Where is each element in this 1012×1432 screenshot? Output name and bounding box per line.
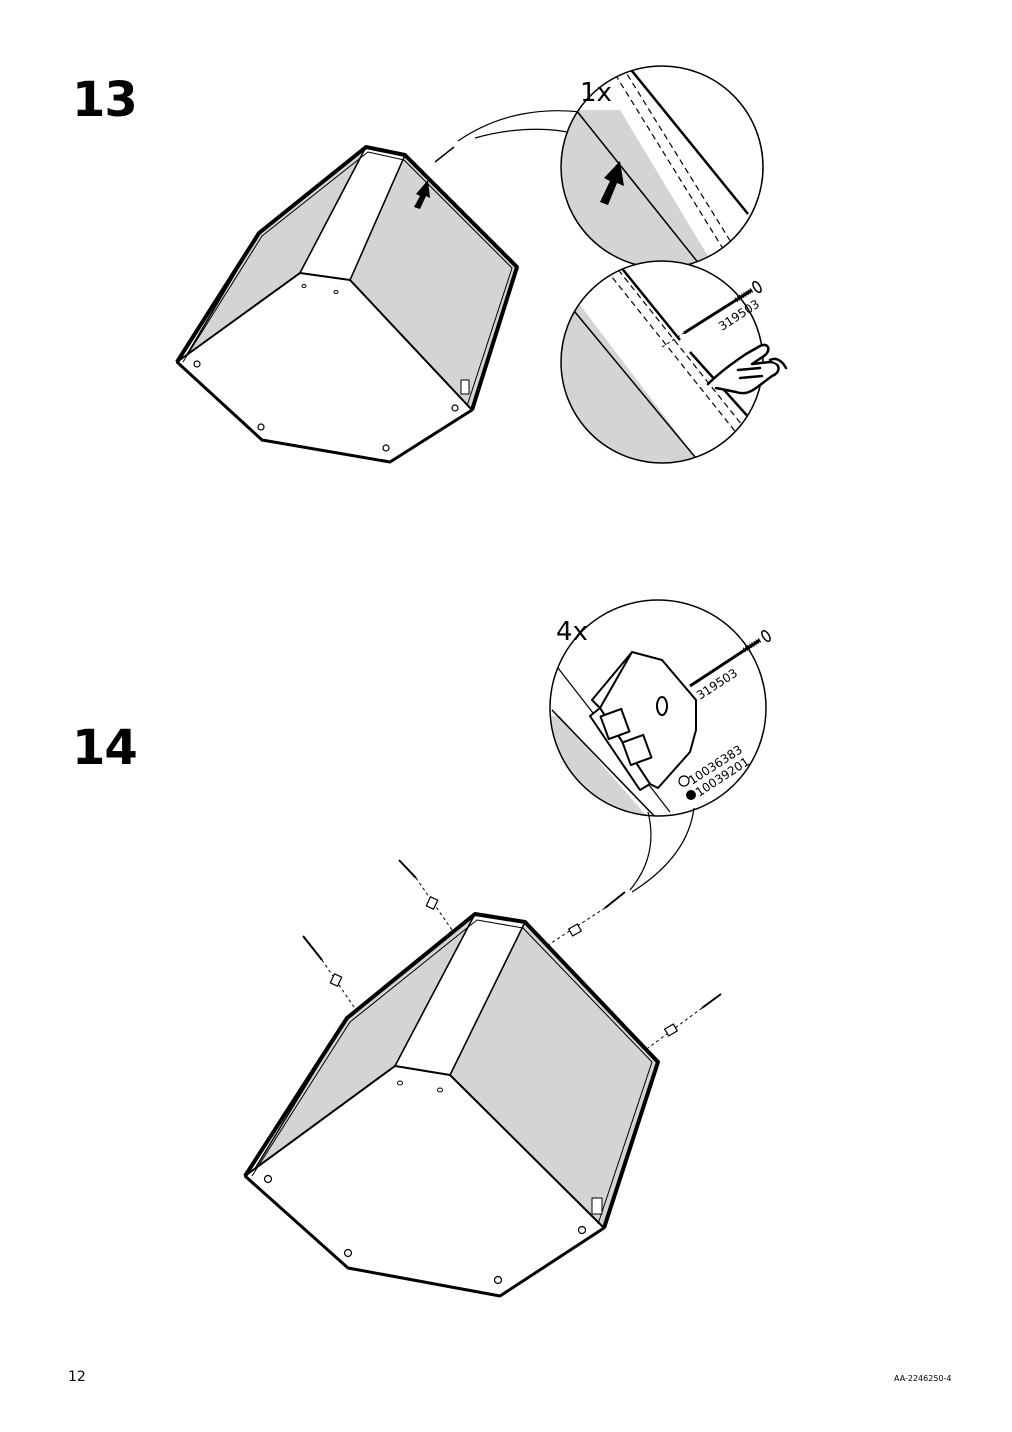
step-13-nail-small <box>434 146 455 163</box>
step-14-cabinet <box>243 912 660 1298</box>
hand-pointing-icon <box>706 343 788 395</box>
step-14-nail-right <box>647 993 722 1049</box>
step-13-cabinet <box>175 145 519 464</box>
step-14-nail-icon <box>689 629 771 688</box>
document-code: AA-2246250-4 <box>894 1374 952 1383</box>
step-13-push-arrow-icon <box>414 180 430 209</box>
filled-circle-marker-icon <box>686 790 696 800</box>
step-13-callout-pointer <box>457 110 582 142</box>
step-13-quantity: 1x <box>580 78 612 108</box>
step-14-quantity: 4x <box>556 617 588 647</box>
step-13-detail-circle-top <box>560 65 764 269</box>
detail-push-arrow-icon <box>600 161 624 205</box>
open-circle-marker-icon <box>678 775 690 787</box>
page-number: 12 <box>68 1369 86 1385</box>
step-14-nail-right-top <box>547 891 626 946</box>
step-14-bracket-part <box>589 651 697 791</box>
step-13-detail-circle-bottom <box>560 260 764 464</box>
step-13-number: 13 <box>72 72 138 128</box>
step-14-nail-top <box>398 859 453 931</box>
step-14-number: 14 <box>72 720 138 776</box>
step-14-nail-left <box>302 935 357 1011</box>
step-13-nail-icon <box>661 280 762 348</box>
